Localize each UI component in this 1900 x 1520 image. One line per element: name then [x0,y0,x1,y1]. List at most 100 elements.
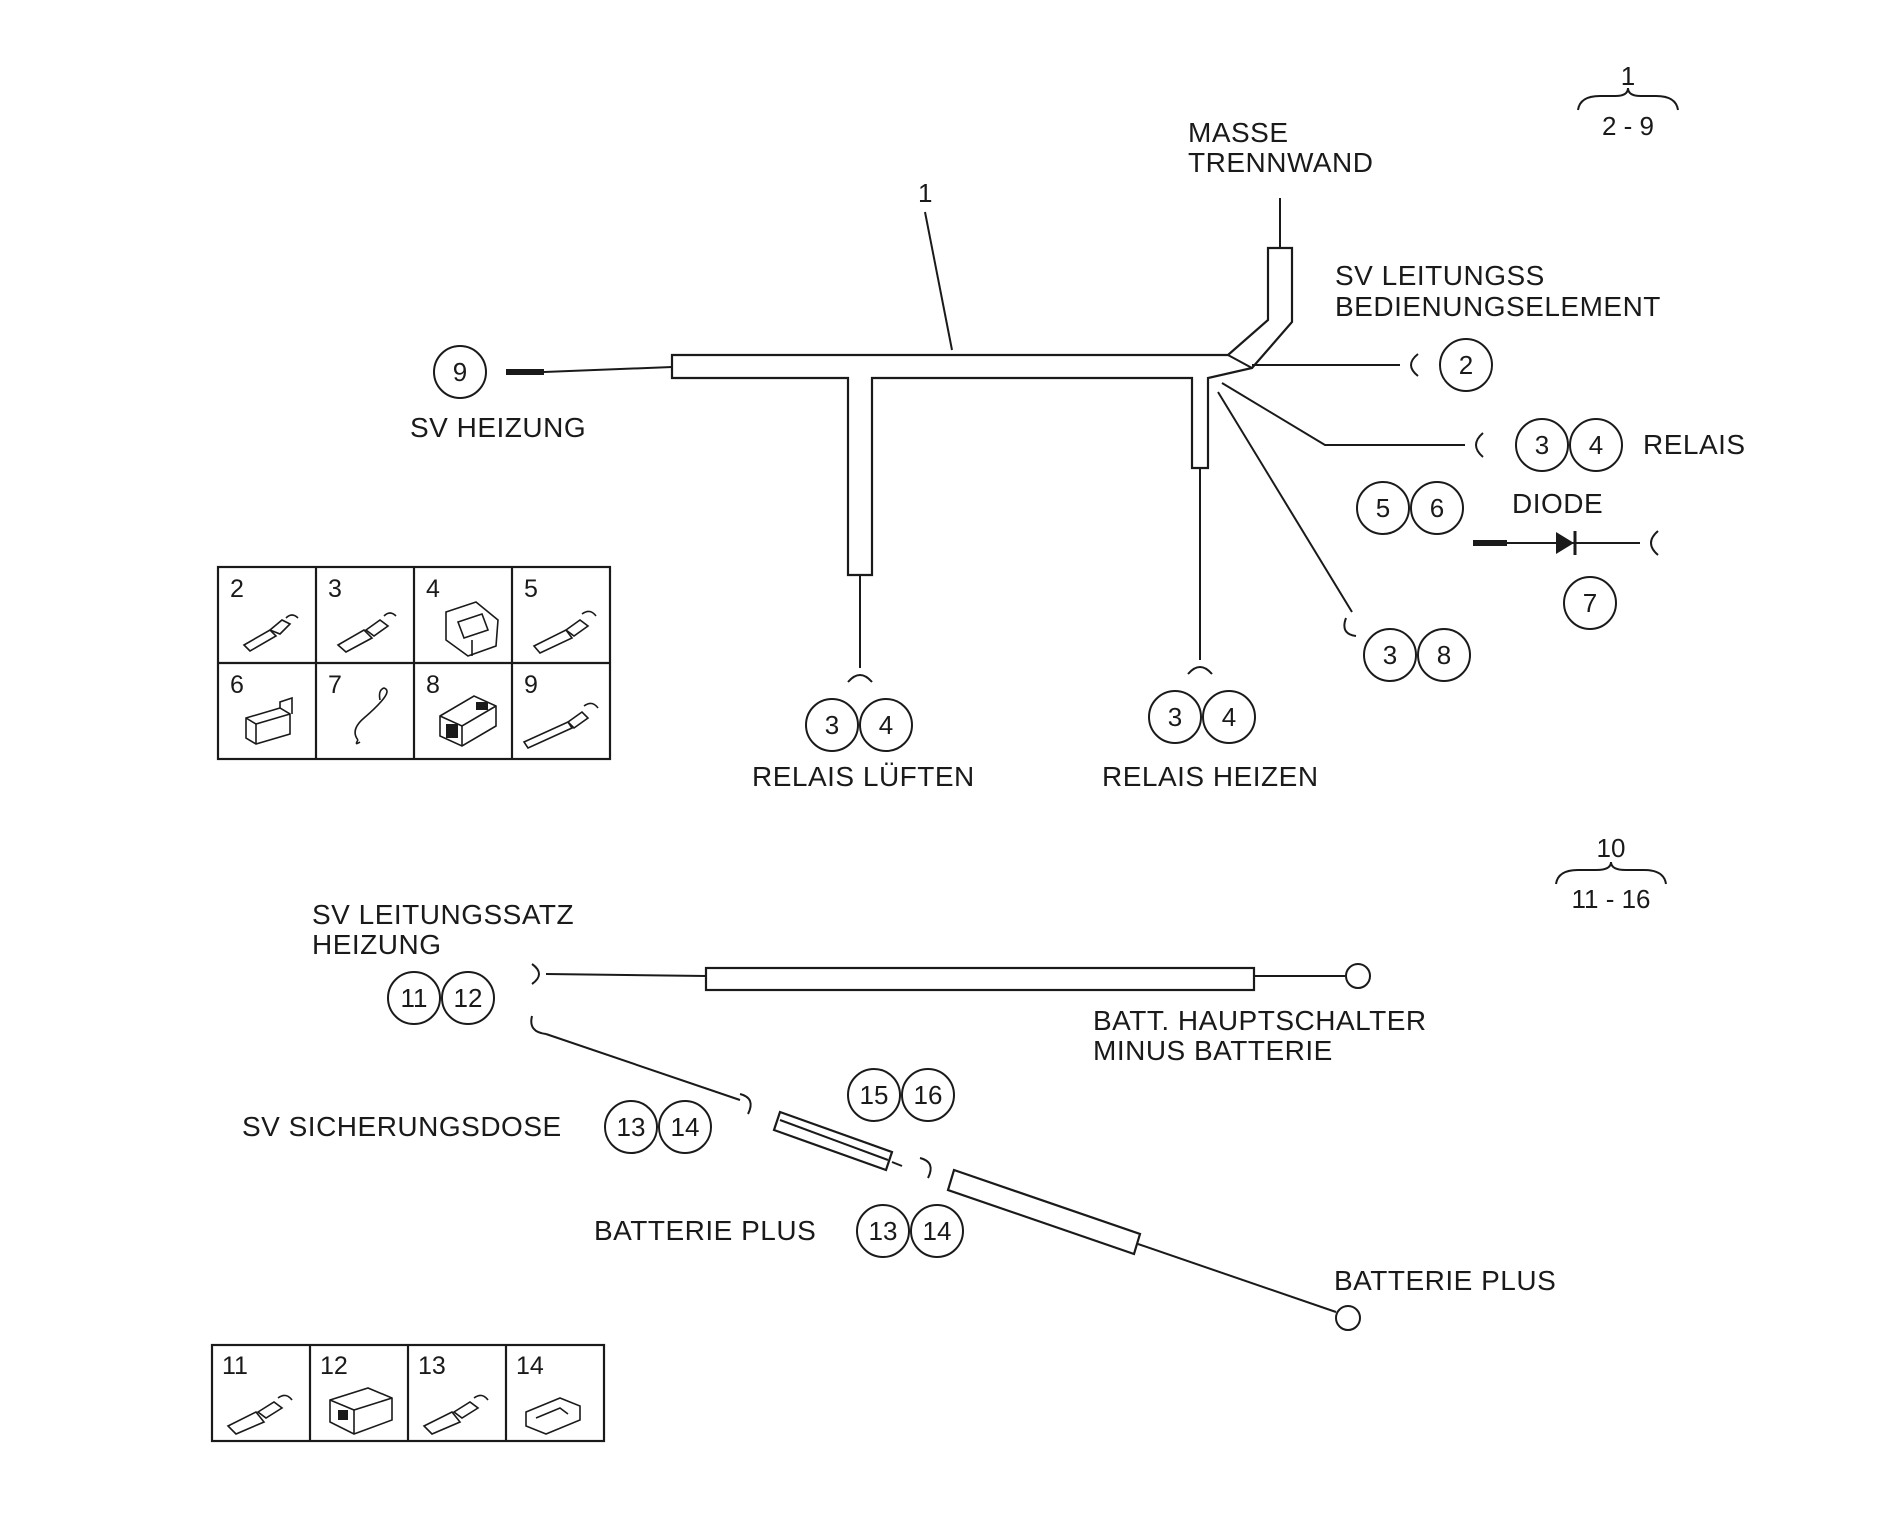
diode-terminal [1473,540,1507,546]
housing-8-icon [439,695,497,747]
svg-text:8: 8 [1437,640,1451,670]
harness2-parts-table: 11 12 13 14 [210,1343,606,1443]
part-7-number: 7 [328,671,342,699]
callout-7: 7 [1563,576,1617,630]
heizung-wire [543,366,673,373]
batt-hauptschalter-label: BATT. HAUPTSCHALTER [1093,1005,1427,1036]
harness1-reference: 1 2 - 9 [1577,61,1679,141]
sv-sicherungsdose-label: SV SICHERUNGSDOSE [242,1111,562,1142]
terminal-11-icon [226,1394,293,1435]
masse-label: MASSE [1188,117,1289,148]
harness1-leader-line [924,211,953,351]
svg-text:4: 4 [1589,430,1603,460]
svg-text:4: 4 [1222,702,1236,732]
part-9-number: 9 [524,671,538,699]
diode-symbol-icon [1556,532,1574,554]
harness2-reference: 10 11 - 16 [1555,833,1667,914]
terminal-13-icon [422,1394,489,1435]
callout-9: 9 [433,345,487,399]
callout-13-batterie: 13 [856,1204,910,1258]
part-6-number: 6 [230,671,244,699]
part-13-number: 13 [418,1352,446,1380]
plus-ring-terminal [1335,1305,1361,1331]
branch-38-socket [1343,617,1357,637]
terminal-2-icon [242,614,299,652]
minus-sheath [704,966,1256,992]
minus-wire-left [545,973,707,977]
housing-4-icon [445,601,499,657]
plus-sheath [946,1168,1142,1256]
harness2-ref-bottom: 11 - 16 [1571,884,1650,914]
harness2-ref-brace [1555,861,1667,885]
plus-wire-lower [1137,1243,1337,1313]
callout-2: 2 [1439,338,1493,392]
svg-text:12: 12 [454,983,483,1013]
harness1-leader-number: 1 [918,178,932,208]
svg-text:15: 15 [860,1080,889,1110]
callout-3-branch: 3 [1363,628,1417,682]
heizung-terminal [506,369,544,375]
svg-text:7: 7 [1583,588,1597,618]
harness2-ref-top: 10 [1597,833,1626,863]
svg-text:13: 13 [617,1112,646,1142]
plus-socket-top [530,1015,547,1035]
svg-text:11: 11 [401,983,428,1013]
fuse-sheath [772,1110,894,1172]
callout-12: 12 [441,971,495,1025]
harness1-ref-brace [1577,87,1679,111]
callout-3-heizen: 3 [1148,690,1202,744]
part-3-number: 3 [328,575,342,603]
svg-text:14: 14 [923,1216,952,1246]
callout-8: 8 [1417,628,1471,682]
svg-text:3: 3 [1535,430,1549,460]
callout-3-relais: 3 [1515,418,1569,472]
callout-4-heizen: 4 [1202,690,1256,744]
callout-16: 16 [901,1068,955,1122]
heizen-socket [1187,666,1213,675]
part-11-number: 11 [222,1352,248,1380]
svg-text:13: 13 [869,1216,898,1246]
housing-12-icon [329,1387,393,1435]
bedienung-socket [1410,353,1419,377]
fuse-inner-line [779,1119,889,1161]
terminal-9-icon [522,702,599,750]
part-4-number: 4 [426,575,440,603]
callout-5: 5 [1356,481,1410,535]
sv-leitungssatz-label: SV LEITUNGSSATZ [312,899,574,930]
wire-clip-7-icon [354,687,388,745]
callout-14-sicherung: 14 [658,1100,712,1154]
svg-text:5: 5 [1376,493,1390,523]
minus-batterie-label: MINUS BATTERIE [1093,1035,1333,1066]
relais-wire [1221,382,1465,446]
heizung-label: HEIZUNG [312,929,442,960]
svg-text:3: 3 [1383,640,1397,670]
part-2-number: 2 [230,575,244,603]
relais-lueften-label: RELAIS LÜFTEN [752,761,975,792]
main-harness-sheath [670,246,1294,577]
relais-socket [1475,432,1484,458]
callout-15: 15 [847,1068,901,1122]
part-5-number: 5 [524,575,538,603]
svg-text:4: 4 [879,710,893,740]
svg-text:2: 2 [1459,350,1473,380]
batterie-plus-right-label: BATTERIE PLUS [1334,1265,1556,1296]
housing-14-icon [525,1397,581,1435]
branch-38-wire [1217,391,1353,613]
minus-ring-terminal [1345,963,1371,989]
callout-3-lueften: 3 [805,698,859,752]
sv-heizung-label: SV HEIZUNG [410,412,586,443]
callout-14-batterie: 14 [910,1204,964,1258]
part-8-number: 8 [426,671,440,699]
callout-4-relais: 4 [1569,418,1623,472]
part-12-number: 12 [320,1352,348,1380]
svg-text:16: 16 [914,1080,943,1110]
lueften-socket [847,674,873,683]
plus-wire-upper [545,1033,741,1101]
svg-text:3: 3 [825,710,839,740]
fuse-wire-end [891,1161,903,1167]
sheath-seam [1227,354,1253,369]
trennwand-label: TRENNWAND [1188,147,1373,178]
harness1-ref-bottom: 2 - 9 [1602,111,1654,141]
svg-text:9: 9 [453,357,467,387]
